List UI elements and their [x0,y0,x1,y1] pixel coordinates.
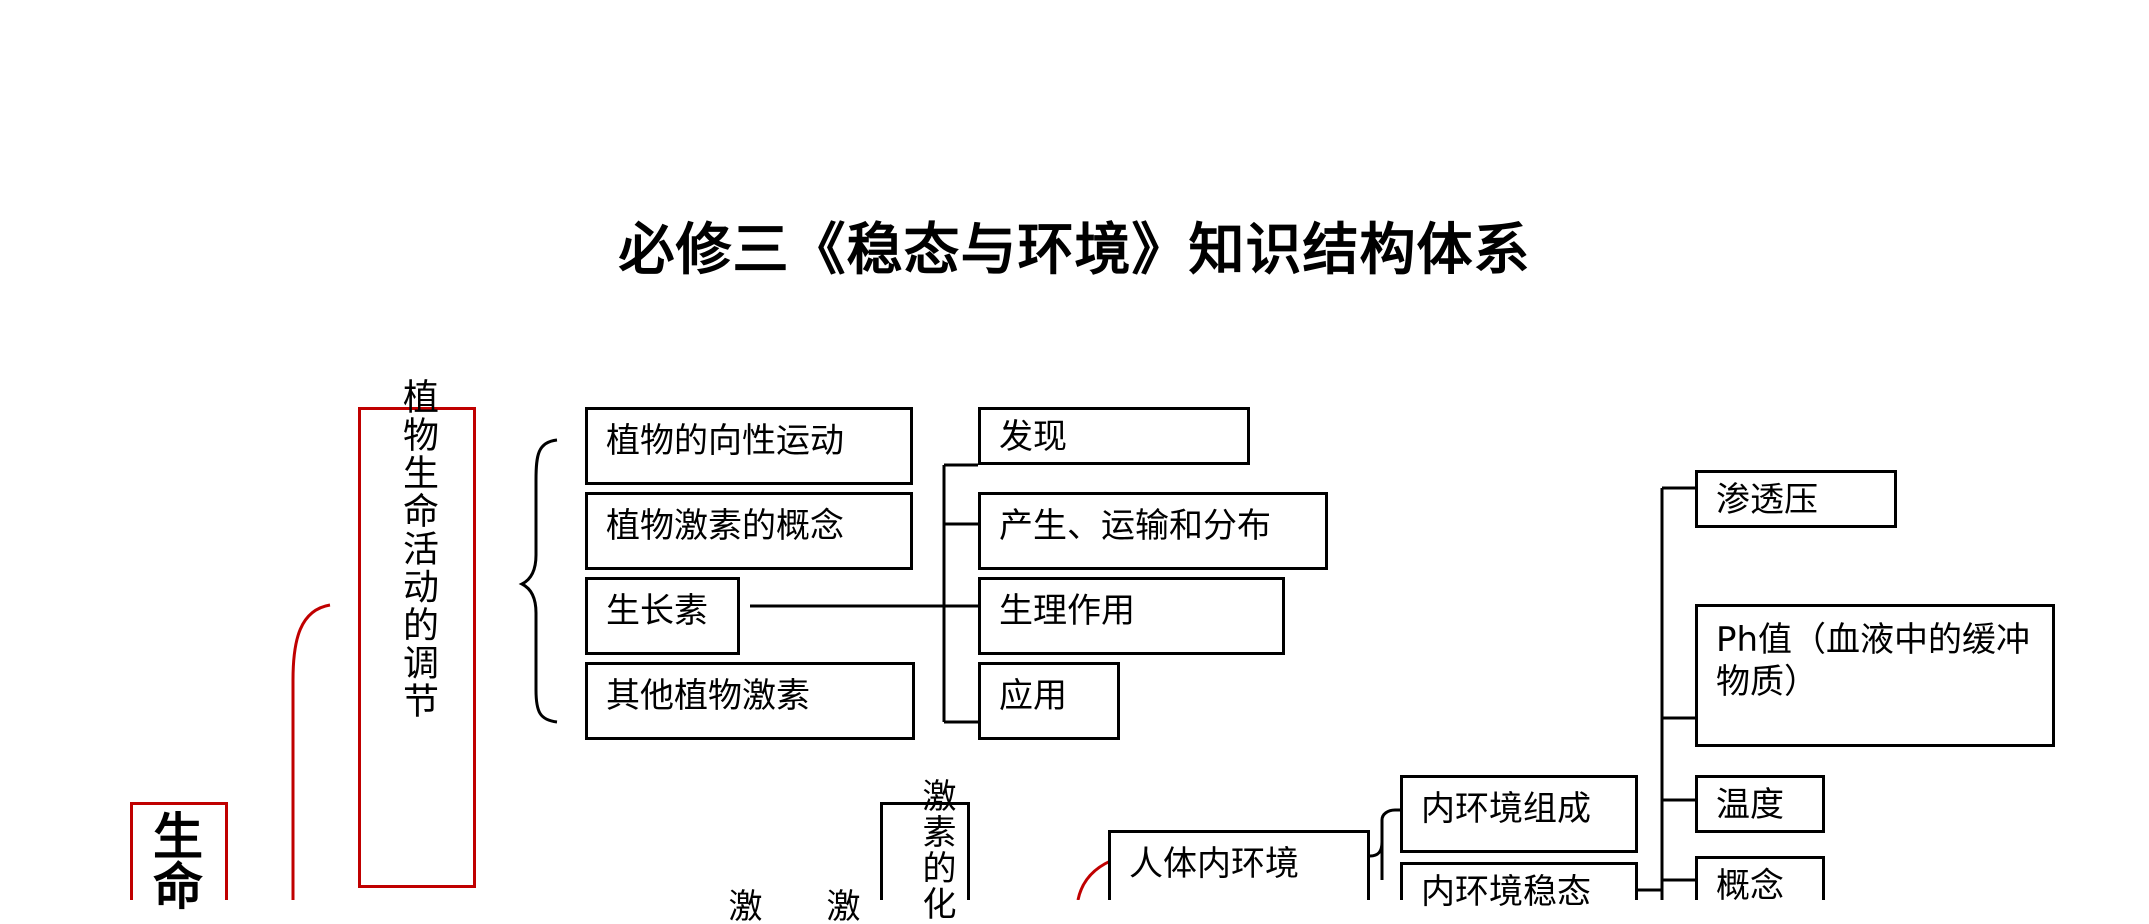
plant-regulation-label: 植物生命活动的调节 [397,378,438,720]
aspect-application: 应用 [978,662,1120,740]
factors-branches [1662,486,1695,882]
factor-osmotic-pressure: 渗透压 [1695,470,1897,528]
plant-brace [518,438,558,724]
hormone-partial-2: 激 [820,888,860,924]
factor-ph: Ph值（血液中的缓冲物质） [1695,604,2055,747]
topic-auxin: 生长素 [585,577,740,655]
aspect-physiology: 生理作用 [978,577,1285,655]
internal-env-brace [1369,808,1405,880]
hormone-label: 激素的化 [916,778,956,922]
aspect-production: 产生、运输和分布 [978,492,1328,570]
env-homeostasis: 内环境稳态 [1400,862,1638,912]
topic-tropism: 植物的向性运动 [585,407,913,485]
plant-regulation-frame [358,407,476,888]
env-composition: 内环境组成 [1400,775,1638,853]
topic-hormone-concept: 植物激素的概念 [585,492,913,570]
connector-lines [291,438,1695,900]
topic-other-hormones: 其他植物激素 [585,662,915,740]
root-brace-red [291,603,331,900]
aspect-discovery: 发现 [978,407,1250,465]
hormone-frame [880,802,970,900]
hormone-partial-1: 激 [722,888,762,924]
aspects-branches [944,463,978,724]
factor-temperature: 温度 [1695,775,1825,833]
internal-environment: 人体内环境 [1108,830,1370,900]
root-frame [130,802,228,900]
factor-concept: 概念 [1695,856,1825,906]
root-label: 生命 [145,810,203,910]
knowledge-structure-diagram: 必修三《稳态与环境》知识结构体系 植物生命活动的调节 植物的向性运动 植物激素的… [130,218,2055,924]
page-title: 必修三《稳态与环境》知识结构体系 [618,218,1531,283]
